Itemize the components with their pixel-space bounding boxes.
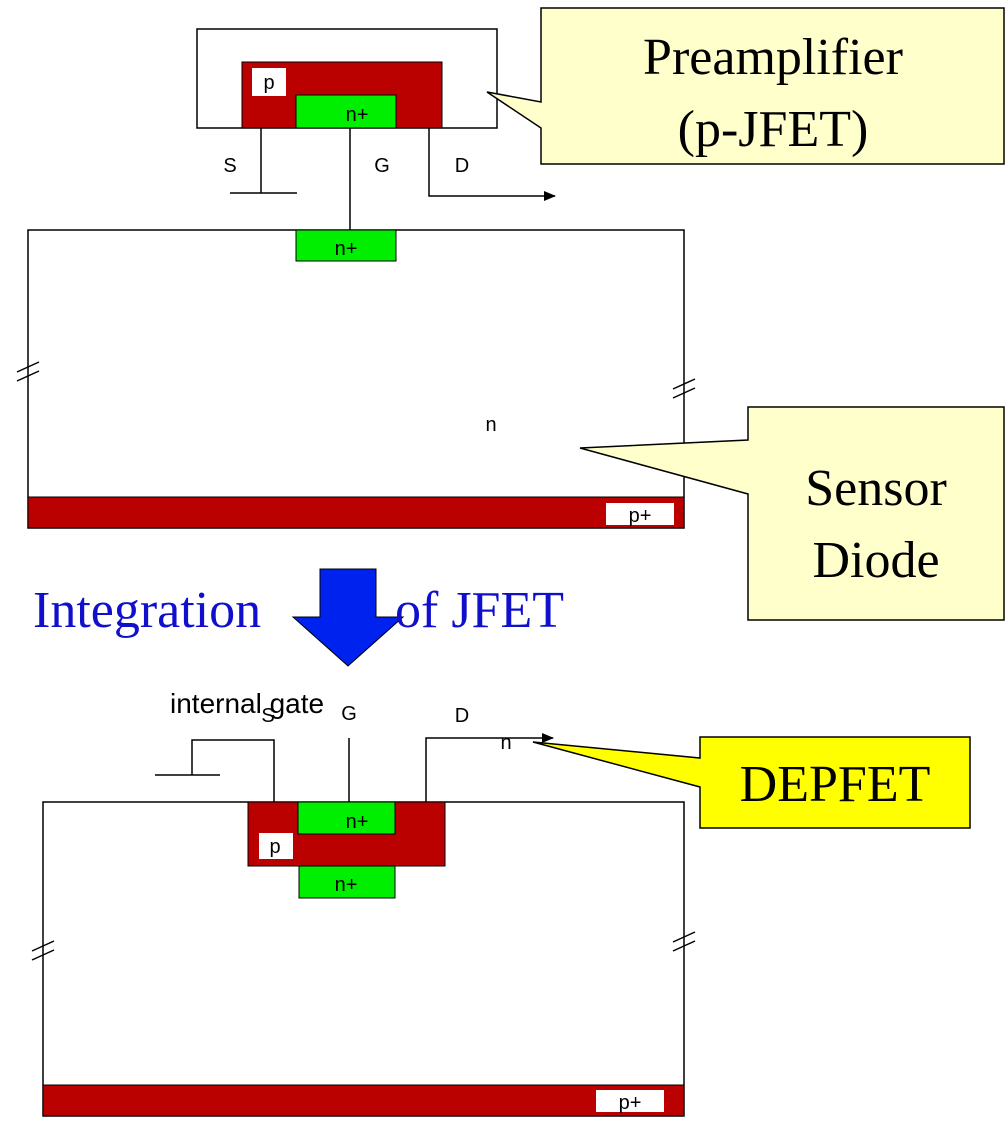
sensor-pplus-label-box — [606, 503, 674, 525]
preamp-callout-line2: (p-JFET) — [678, 101, 869, 158]
sensor-callout: Sensor Diode — [579, 406, 1005, 621]
sensor-callout-line2: Diode — [812, 532, 939, 589]
depfet-p-label: p — [269, 836, 280, 858]
depfet-pplus-label: p+ — [619, 1092, 642, 1114]
preamp-callout-line1: Preamplifier — [643, 29, 903, 86]
sensor-bulk — [27, 229, 685, 529]
depfet-break-left-1 — [31, 940, 55, 952]
depfet-p-label-box — [259, 833, 293, 859]
jfet-p-label-box — [252, 68, 286, 96]
depfet-callout-box — [532, 736, 971, 829]
depfet-drain-wire — [425, 733, 554, 802]
depfet-source-wire — [191, 739, 275, 802]
jfet-nplus-region — [295, 94, 397, 129]
top-terminal-d: D — [455, 155, 469, 177]
break-mark-right-1 — [672, 378, 696, 390]
preamp-callout: Preamplifier (p-JFET) — [486, 7, 1005, 165]
jfet-p-label: p — [263, 72, 274, 94]
bottom-terminals: S G D — [155, 703, 554, 802]
sensor-backside-pplus — [27, 496, 685, 529]
sensor-callout-line1: Sensor — [805, 460, 947, 517]
sensor-callout-box — [579, 406, 1005, 621]
sensor-diode: n+ n p+ — [16, 229, 696, 529]
depfet-pplus-label-box — [596, 1090, 664, 1112]
sensor-bulk-n-label: n — [485, 414, 496, 436]
depfet-upper-nplus — [297, 801, 396, 835]
of-jfet-text: of JFET — [395, 582, 564, 639]
bottom-terminal-s: S — [261, 705, 274, 727]
integration-text: Integration — [33, 582, 261, 639]
preamp-callout-box — [486, 7, 1005, 165]
top-terminal-s: S — [223, 155, 236, 177]
depfet-break-right-1 — [672, 931, 696, 943]
bottom-terminal-g: G — [341, 703, 357, 725]
break-mark-left-2 — [16, 370, 40, 382]
depfet-device: n+ p n+ internal gate internal gate n p+ — [31, 688, 696, 1117]
break-mark-left-1 — [16, 361, 40, 373]
bottom-terminal-d: D — [455, 705, 469, 727]
preamp-jfet: p n+ — [196, 28, 498, 129]
depfet-break-right-2 — [672, 940, 696, 952]
depfet-upper-nplus-label: n+ — [346, 811, 369, 833]
break-mark-right-2 — [672, 387, 696, 399]
jfet-nplus-label: n+ — [346, 104, 369, 126]
depfet-backside-pplus — [42, 1084, 685, 1117]
depfet-lower-nplus-label: n+ — [335, 874, 358, 896]
sensor-nplus-region — [295, 229, 397, 262]
sensor-nplus-label: n+ — [335, 238, 358, 260]
depfet-callout: DEPFET — [532, 736, 971, 829]
top-terminal-g: G — [374, 155, 390, 177]
depfet-callout-text: DEPFET — [740, 756, 931, 813]
depfet-lower-nplus — [298, 865, 396, 899]
depfet-break-left-2 — [31, 949, 55, 961]
transition: Integration of JFET — [33, 568, 564, 667]
drain-wire — [428, 128, 556, 201]
sensor-pplus-label: p+ — [629, 505, 652, 527]
internal-gate-text: internal gate — [170, 688, 324, 719]
depfet-bulk-n-label: n — [500, 732, 511, 754]
top-terminals: S G D — [223, 128, 556, 230]
down-arrow-icon — [291, 568, 405, 667]
